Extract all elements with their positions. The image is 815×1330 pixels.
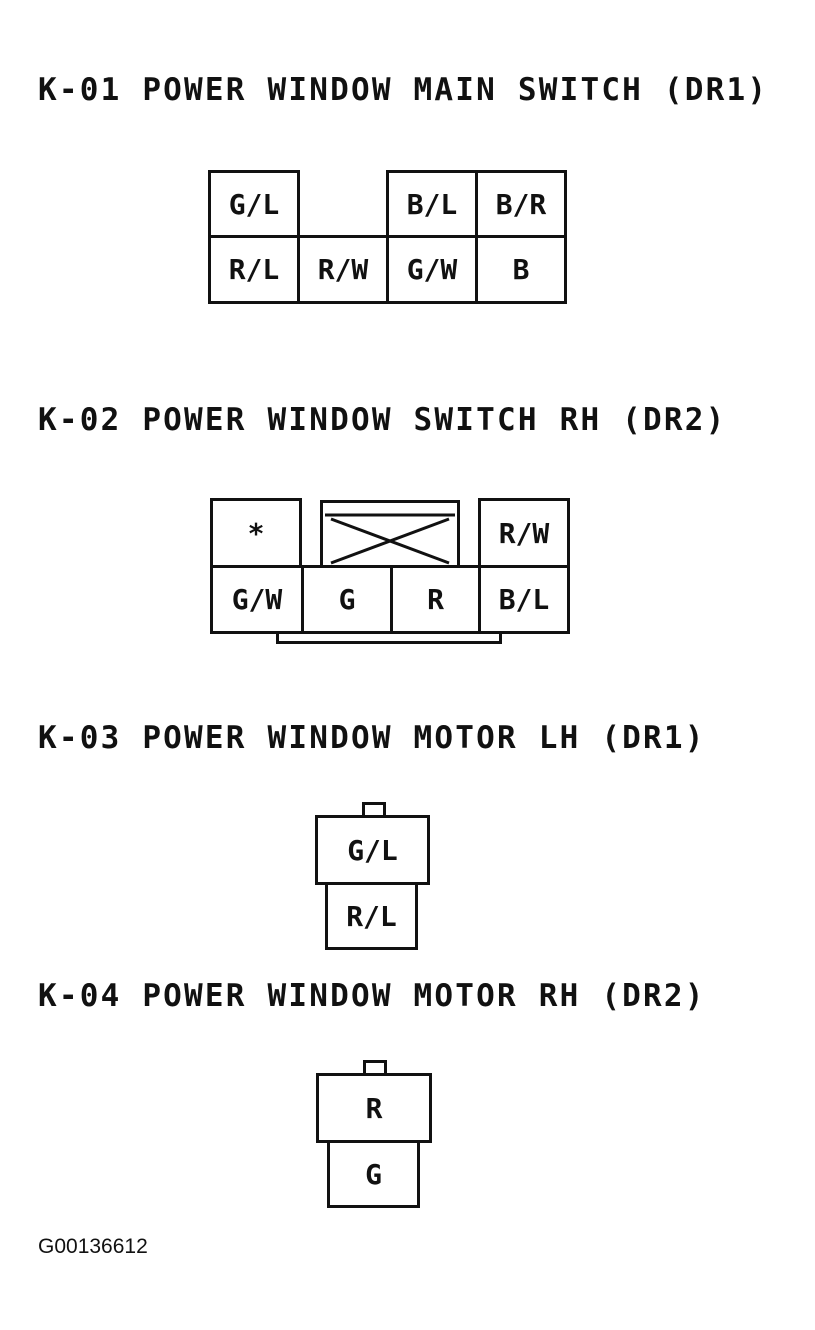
connector-title-k02: K-02 POWER WINDOW SWITCH RH (DR2): [38, 402, 727, 438]
pin-k01-bottom-3: G/W: [386, 235, 478, 304]
pin-k02-bottom-1: G/W: [210, 565, 304, 634]
pin-k01-bottom-4: B: [475, 235, 567, 304]
pin-k02-bottom-4: B/L: [478, 565, 570, 634]
pin-k04-2: G: [327, 1140, 420, 1208]
connector-title-k01: K-01 POWER WINDOW MAIN SWITCH (DR1): [38, 72, 769, 108]
pin-k02-top-1: *: [210, 498, 302, 568]
pin-k01-top-1: G/L: [208, 170, 300, 238]
pin-k01-bottom-1: R/L: [208, 235, 300, 304]
pin-k02-bottom-3: R: [390, 565, 481, 634]
pin-k03-2: R/L: [325, 882, 418, 950]
pin-k04-1: R: [316, 1073, 432, 1143]
connector-title-k04: K-04 POWER WINDOW MOTOR RH (DR2): [38, 978, 706, 1014]
figure-id: G00136612: [38, 1235, 148, 1258]
cross-mark-icon: [325, 513, 455, 565]
pin-k01-bottom-2: R/W: [297, 235, 389, 304]
connector-title-k03: K-03 POWER WINDOW MOTOR LH (DR1): [38, 720, 706, 756]
pin-k03-1: G/L: [315, 815, 430, 885]
pin-k01-top-3: B/R: [475, 170, 567, 238]
pin-k02-top-2: R/W: [478, 498, 570, 568]
blank-cavity-marker: [320, 500, 460, 568]
pin-k02-bottom-2: G: [301, 565, 393, 634]
pin-k01-top-2: B/L: [386, 170, 478, 238]
